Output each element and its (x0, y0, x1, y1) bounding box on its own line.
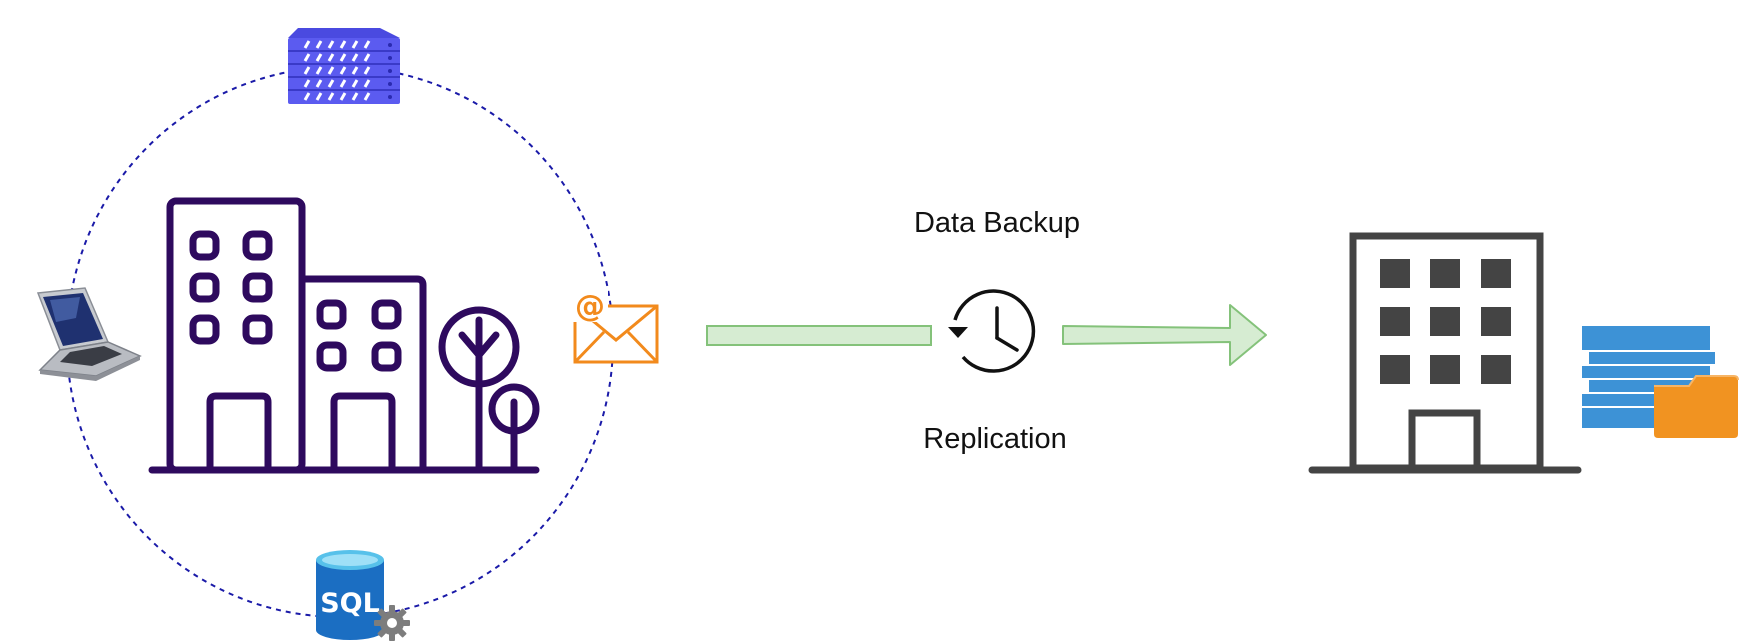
gear-icon (374, 605, 410, 641)
sql-database-icon: SQL (316, 550, 410, 641)
backup-arrow (1062, 304, 1267, 366)
replication-bar (706, 325, 932, 346)
data-backup-label: Data Backup (913, 207, 1081, 239)
replication-label: Replication (923, 423, 1067, 455)
sql-label: SQL (320, 588, 380, 619)
clock-history-icon (948, 289, 1036, 373)
source-network-ring (66, 66, 614, 618)
email-icon: @ (572, 288, 659, 364)
storage-folder-icon (1582, 326, 1739, 438)
office-building-icon (148, 197, 540, 474)
laptop-icon (36, 287, 142, 381)
datacenter-building-icon (1308, 232, 1582, 474)
server-rack-icon (288, 28, 400, 104)
email-at-symbol: @ (575, 289, 605, 324)
